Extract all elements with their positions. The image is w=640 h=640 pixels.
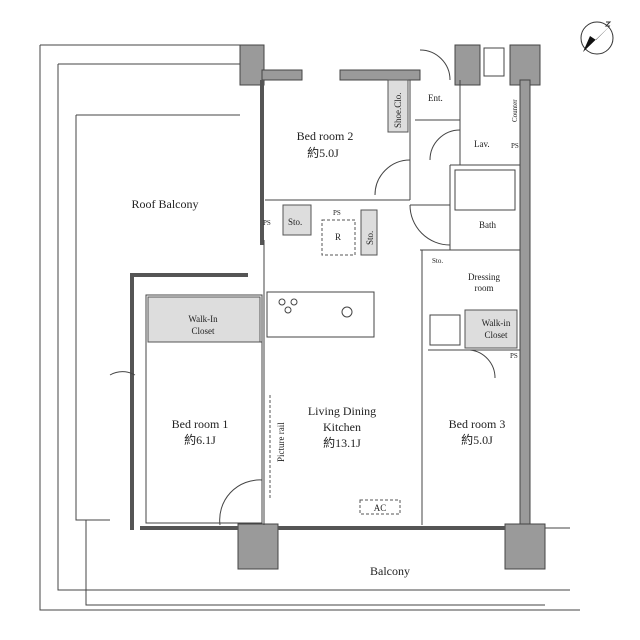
bedroom3-name: Bed room 3 (449, 417, 506, 431)
interior-walls (145, 79, 520, 525)
bath-label: Bath (479, 220, 496, 230)
shoe-closet-label: Shoe.Clo. (393, 92, 403, 128)
balcony-label: Balcony (370, 564, 410, 578)
ps-label: PS (263, 219, 271, 227)
walkin-closet-3-label: Closet (484, 330, 508, 340)
walkin-closet-1-label: Walk-In (188, 314, 218, 324)
north-arrow-icon (580, 21, 614, 55)
dressing-room-label: room (475, 283, 494, 293)
ldk-name: Kitchen (323, 420, 361, 434)
bedroom1-size: 約6.1J (184, 432, 216, 447)
storage-label: Sto. (365, 231, 375, 245)
storage-label: Sto. (432, 257, 443, 265)
roof-balcony: Roof Balcony (39, 44, 580, 611)
walkin-closet-1-label: Closet (191, 326, 215, 336)
bedroom3-size: 約5.0J (461, 432, 493, 447)
counter-label: Counter (511, 99, 519, 122)
doors (109, 49, 496, 526)
walls (130, 44, 570, 570)
bedroom2-name: Bed room 2 (297, 129, 354, 143)
bedroom1-name: Bed room 1 (172, 417, 229, 431)
picture-rail-label: Picture rail (276, 422, 286, 462)
bedroom2-size: 約5.0J (307, 145, 339, 160)
entrance-label: Ent. (428, 93, 443, 103)
dressing-room-label: Dressing (468, 272, 500, 282)
lavatory-label: Lav. (474, 139, 490, 149)
roof-balcony-label: Roof Balcony (132, 197, 199, 211)
ac-label: AC (374, 503, 387, 513)
ps-label: PS (333, 209, 341, 217)
storage-label: Sto. (288, 217, 302, 227)
ldk-name: Living Dining (308, 404, 376, 418)
walkin-closet-3-label: Walk-in (482, 318, 511, 328)
ldk-size: 約13.1J (323, 435, 361, 450)
ps-label: PS (510, 352, 518, 360)
ps-label: PS (511, 142, 519, 150)
refrigerator-label: R (335, 232, 341, 242)
